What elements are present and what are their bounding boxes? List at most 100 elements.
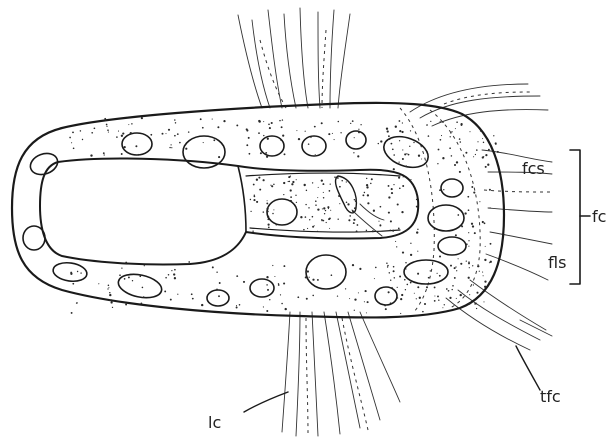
- stipple-dot: [107, 288, 108, 289]
- stipple-dot: [385, 308, 387, 310]
- stipple-dot: [441, 135, 442, 136]
- stipple-dot: [402, 149, 403, 150]
- stipple-dot: [367, 301, 369, 303]
- stipple-dot: [125, 304, 127, 306]
- stipple-dot: [443, 189, 444, 190]
- stipple-dot: [403, 176, 404, 177]
- stipple-dot: [260, 152, 262, 154]
- stipple-dot: [393, 270, 395, 272]
- stipple-dot: [360, 124, 361, 125]
- stipple-dot: [468, 240, 469, 241]
- stipple-dot: [373, 210, 375, 212]
- stipple-dot: [266, 156, 268, 158]
- stipple-dot: [417, 286, 419, 288]
- stipple-dot: [169, 147, 170, 148]
- stipple-dot: [223, 120, 225, 122]
- stipple-dot: [387, 265, 389, 267]
- stipple-dot: [417, 229, 418, 230]
- stipple-dot: [398, 177, 400, 179]
- stipple-dot: [236, 124, 238, 126]
- stipple-dot: [404, 153, 406, 155]
- stipple-dot: [328, 218, 330, 220]
- stipple-dot: [200, 118, 202, 120]
- stipple-dot: [419, 297, 421, 299]
- stipple-dot: [322, 208, 323, 209]
- stipple-dot: [283, 182, 285, 184]
- stipple-dot: [459, 171, 461, 173]
- stipple-dot: [460, 263, 462, 265]
- stipple-dot: [346, 202, 348, 204]
- stipple-dot: [427, 151, 428, 152]
- stipple-dot: [70, 273, 72, 275]
- stipple-dot: [138, 154, 140, 156]
- stipple-dot: [418, 155, 420, 157]
- stipple-dot: [490, 261, 492, 263]
- stipple-dot: [132, 280, 133, 281]
- stipple-dot: [354, 298, 356, 300]
- stipple-dot: [404, 279, 406, 281]
- stipple-dot: [401, 294, 403, 296]
- stipple-dot: [458, 258, 459, 259]
- stipple-dot: [466, 260, 467, 261]
- stipple-dot: [201, 304, 203, 306]
- stipple-dot: [315, 200, 317, 202]
- stipple-dot: [263, 121, 264, 122]
- stipple-dot: [375, 267, 377, 269]
- stipple-dot: [471, 186, 473, 188]
- stipple-dot: [253, 184, 255, 186]
- stipple-dot: [357, 224, 359, 226]
- stipple-dot: [312, 182, 313, 183]
- stipple-dot: [108, 285, 110, 287]
- label-fls: fls: [548, 253, 566, 272]
- stipple-dot: [312, 295, 314, 297]
- stipple-dot: [476, 292, 478, 294]
- stipple-dot: [406, 153, 407, 154]
- stipple-dot: [460, 294, 462, 296]
- stipple-dot: [364, 301, 365, 302]
- stipple-dot: [303, 229, 305, 231]
- stipple-dot: [124, 278, 126, 280]
- stipple-dot: [263, 179, 265, 181]
- stipple-dot: [268, 224, 270, 226]
- stipple-dot: [218, 295, 220, 297]
- stipple-dot: [236, 275, 238, 277]
- stipple-dot: [170, 144, 171, 145]
- stipple-dot: [267, 200, 268, 201]
- stipple-dot: [128, 124, 129, 125]
- stipple-dot: [281, 126, 283, 128]
- stipple-dot: [168, 129, 170, 131]
- stipple-dot: [76, 303, 77, 304]
- stipple-dot: [285, 308, 287, 310]
- stipple-dot: [477, 141, 478, 142]
- stipple-dot: [345, 288, 346, 289]
- lower-fiber-bundle: [282, 312, 400, 436]
- stipple-dot: [283, 194, 284, 195]
- stipple-dot: [454, 277, 456, 279]
- tfc-leader-line: [516, 346, 540, 390]
- stipple-dot: [317, 208, 319, 210]
- stipple-dot: [212, 119, 213, 120]
- stipple-dot: [80, 272, 81, 273]
- stipple-dot: [73, 147, 75, 149]
- stipple-dot: [483, 275, 484, 276]
- stipple-dot: [256, 179, 258, 181]
- stipple-dot: [402, 158, 404, 160]
- stipple-dot: [442, 307, 443, 308]
- stipple-dot: [395, 241, 396, 242]
- stipple-dot: [290, 175, 291, 176]
- label-fc: fc: [592, 207, 606, 226]
- stipple-dot: [460, 141, 462, 143]
- stipple-dot: [267, 216, 269, 218]
- stipple-dot: [490, 243, 492, 245]
- stipple-dot: [94, 127, 96, 129]
- capsule-outline: [12, 103, 504, 318]
- stipple-dot: [295, 195, 296, 196]
- stipple-dot: [399, 276, 401, 278]
- stipple-dot: [265, 152, 267, 154]
- stipple-dot: [451, 155, 453, 157]
- stipple-dot: [474, 303, 475, 304]
- stipple-dot: [106, 126, 107, 127]
- stipple-dot: [165, 133, 166, 134]
- stipple-dot: [305, 216, 307, 218]
- stipple-dot: [448, 290, 450, 292]
